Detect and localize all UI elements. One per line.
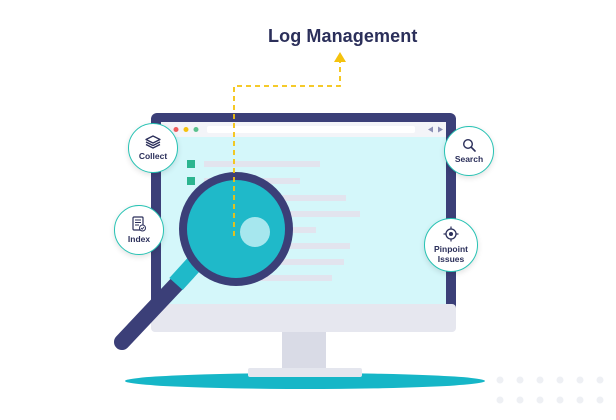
- collect-badge: Collect: [128, 123, 178, 173]
- pinpoint-label: Pinpoint Issues: [434, 244, 468, 264]
- index-label: Index: [127, 234, 151, 244]
- pinpoint-badge: Pinpoint Issues: [424, 218, 478, 272]
- address-bar: [207, 126, 415, 133]
- search-badge: Search: [444, 126, 494, 176]
- magnifier-icon: [462, 138, 476, 152]
- search-label: Search: [454, 154, 484, 164]
- document-check-icon: [132, 216, 146, 232]
- dot-pattern: [496, 376, 604, 404]
- connector-arrow-icon: [334, 52, 346, 62]
- lens-highlight: [240, 217, 270, 247]
- layers-icon: [145, 135, 161, 149]
- monitor-bottom-bezel: [151, 304, 456, 332]
- base-shadow: [125, 373, 485, 389]
- window-dot-red: [173, 127, 179, 132]
- window-dot-yellow: [183, 127, 189, 132]
- window-dot-green: [193, 127, 199, 132]
- page-title: Log Management: [268, 26, 418, 46]
- nav-arrows-icon: [428, 126, 443, 133]
- monitor-neck: [282, 330, 326, 370]
- collect-label: Collect: [138, 151, 168, 161]
- magnifier-lens: [187, 180, 285, 278]
- dashed-connector: [233, 61, 341, 236]
- target-icon: [443, 226, 459, 242]
- index-badge: Index: [114, 205, 164, 255]
- monitor-foot: [248, 368, 362, 377]
